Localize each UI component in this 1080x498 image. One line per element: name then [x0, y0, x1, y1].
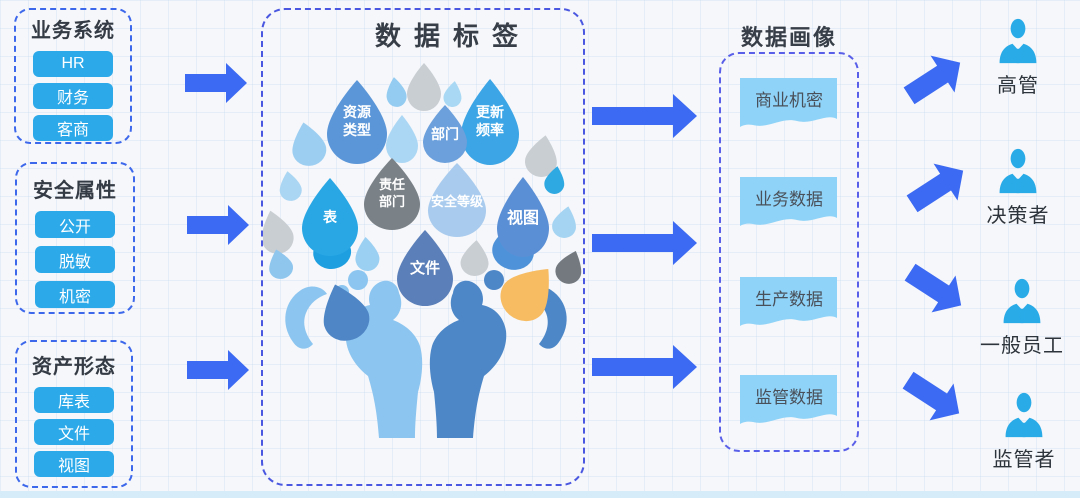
person-label: 监管者 — [992, 449, 1056, 471]
arrow-up-right-icon — [903, 55, 961, 105]
arrow-right-icon — [187, 350, 249, 390]
pill-list: HR 财务 客商 — [33, 51, 113, 141]
person-icon — [1003, 278, 1041, 324]
persona-executive: 高管 — [974, 18, 1062, 98]
arrow-right-icon — [592, 221, 697, 265]
person-icon — [999, 18, 1037, 64]
panel-title: 业务系统 — [31, 20, 115, 42]
pill-list: 库表 文件 视图 — [34, 387, 114, 477]
arrow-right-icon — [185, 63, 247, 103]
left-hand-icon — [285, 270, 423, 438]
flag-label: 监管数据 — [755, 388, 823, 407]
flag-label: 商业机密 — [755, 91, 823, 110]
arrow-down-right-icon — [904, 263, 962, 313]
person-icon — [999, 148, 1037, 194]
droplet-label: 更新 — [476, 104, 504, 120]
panel-title: 资产形态 — [32, 356, 116, 378]
pill-finance: 财务 — [33, 83, 113, 109]
arrow-down-right-icon — [902, 371, 960, 421]
droplet-label: 部门 — [379, 194, 405, 209]
droplet-label: 视图 — [507, 208, 539, 227]
persona-decision-maker: 决策者 — [974, 148, 1062, 228]
pill-views: 视图 — [34, 451, 114, 477]
data-label-title: 数据标签 — [375, 21, 532, 51]
person-icon — [1005, 392, 1043, 438]
arrow-right-icon — [187, 205, 249, 245]
persona-regulator: 监管者 — [980, 392, 1068, 472]
pill-public: 公开 — [35, 211, 115, 238]
pill-tables: 库表 — [34, 387, 114, 413]
data-profile-box: 商业机密 业务数据 生产数据 监管数据 — [719, 52, 859, 452]
pill-masked: 脱敏 — [35, 246, 115, 273]
flag-trade-secret: 商业机密 — [740, 78, 837, 127]
person-label: 一般员工 — [980, 335, 1064, 357]
panel-security-attributes: 安全属性 公开 脱敏 机密 — [15, 162, 135, 314]
droplet-label: 责任 — [379, 177, 405, 192]
droplet-label: 安全等级 — [431, 194, 484, 209]
pill-hr: HR — [33, 51, 113, 77]
pill-vendor: 客商 — [33, 115, 113, 141]
droplet-label: 类型 — [343, 122, 371, 138]
persona-general-staff: 一般员工 — [978, 278, 1066, 358]
droplet-label: 部门 — [431, 126, 459, 142]
pill-files: 文件 — [34, 419, 114, 445]
flag-label: 业务数据 — [755, 190, 823, 209]
person-label: 决策者 — [986, 205, 1050, 227]
pill-list: 公开 脱敏 机密 — [35, 211, 115, 308]
pill-confidential: 机密 — [35, 281, 115, 308]
person-label: 高管 — [997, 75, 1039, 97]
flag-regulatory-data: 监管数据 — [740, 375, 837, 424]
flag-business-data: 业务数据 — [740, 177, 837, 226]
flag-production-data: 生产数据 — [740, 277, 837, 326]
data-profile-title: 数据画像 — [740, 25, 837, 50]
arrow-right-icon — [592, 345, 697, 389]
arrow-up-right-icon — [906, 163, 964, 213]
data-label-box: 数据标签 — [261, 8, 585, 486]
droplet-tree-illustration: 资源 类型 更新 频率 部门 责任 部门 安全等级 表 视图 文件 — [263, 62, 583, 438]
bottom-accent-band — [0, 491, 1080, 498]
droplet-label: 频率 — [476, 122, 504, 138]
panel-business-systems: 业务系统 HR 财务 客商 — [14, 8, 132, 144]
flag-label: 生产数据 — [755, 290, 823, 309]
droplet-label: 表 — [322, 209, 338, 225]
panel-title: 安全属性 — [33, 180, 117, 202]
arrow-right-icon — [592, 94, 697, 138]
droplet-label: 资源 — [343, 104, 371, 120]
droplet-label: 文件 — [410, 259, 440, 277]
panel-asset-forms: 资产形态 库表 文件 视图 — [15, 340, 133, 488]
